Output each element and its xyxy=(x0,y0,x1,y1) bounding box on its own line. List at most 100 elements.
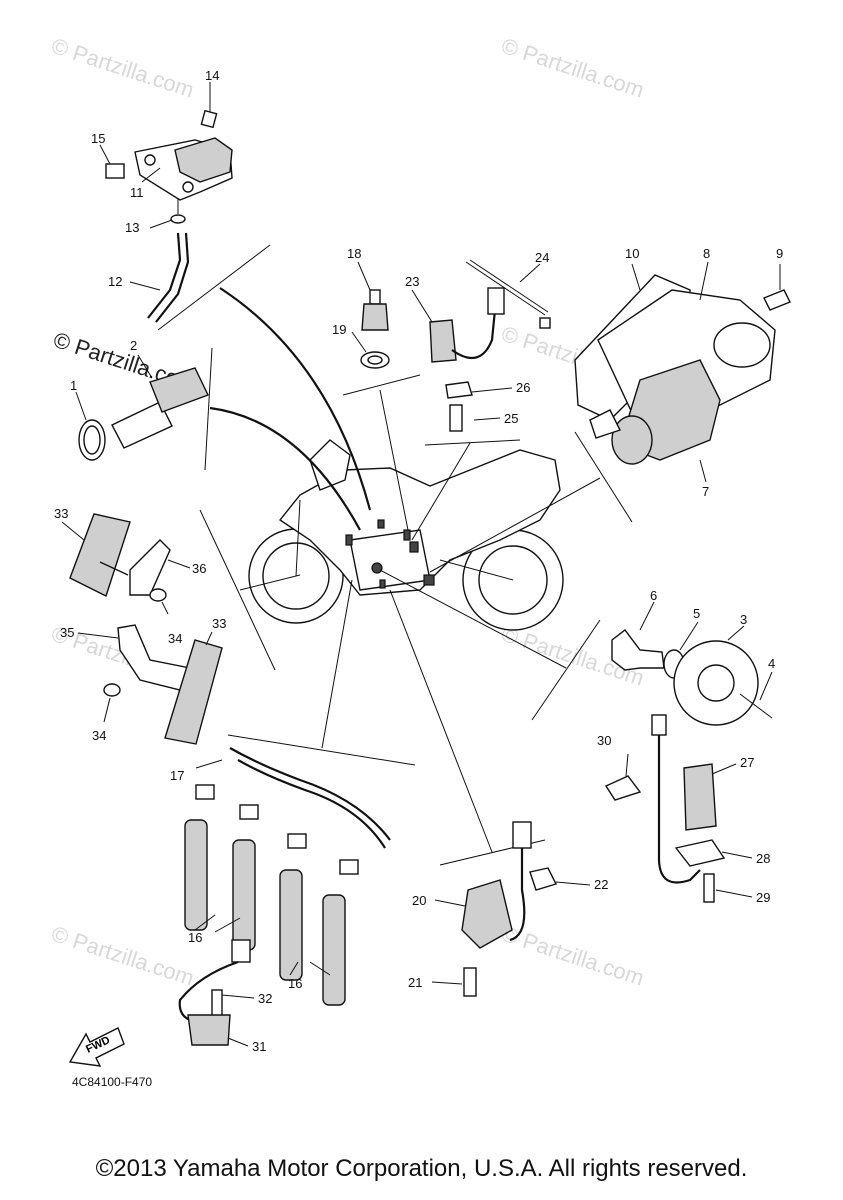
bracket xyxy=(204,347,213,471)
sprocket-3-hub xyxy=(697,664,735,702)
marker xyxy=(345,534,353,546)
bolt-9 xyxy=(763,289,791,311)
callout-15: 15 xyxy=(91,131,105,146)
leader xyxy=(699,459,707,483)
cable-24-edge xyxy=(469,259,549,313)
pointer xyxy=(411,442,471,541)
callout-35: 35 xyxy=(60,625,74,640)
leader xyxy=(715,889,753,898)
leader xyxy=(759,671,773,701)
leader xyxy=(161,601,169,615)
part-group-18-19 xyxy=(351,261,390,369)
leader xyxy=(221,994,255,999)
pointer xyxy=(379,389,409,531)
callout-27: 27 xyxy=(740,755,754,770)
copyright-notice: ©2013 Yamaha Motor Corporation, U.S.A. A… xyxy=(95,1155,748,1182)
clamp-26 xyxy=(445,381,473,399)
bracket-36 xyxy=(129,539,171,596)
leader xyxy=(77,632,119,639)
coil-connector xyxy=(287,833,307,849)
callout-20: 20 xyxy=(412,893,426,908)
leader xyxy=(75,391,87,421)
callout-29: 29 xyxy=(756,890,770,905)
coil-16 xyxy=(279,869,303,981)
callout-6: 6 xyxy=(650,588,657,603)
leader xyxy=(149,219,173,229)
watermark: © Partzilla.com xyxy=(48,33,197,103)
part-group-23-26 xyxy=(411,259,551,432)
leader xyxy=(434,899,466,907)
callout-25: 25 xyxy=(504,411,518,426)
leader xyxy=(289,961,299,976)
bracket xyxy=(342,374,421,396)
part-group-31-32 xyxy=(178,939,255,1047)
swingarm xyxy=(439,559,514,581)
part-group-temp-sensor xyxy=(75,354,209,461)
callout-2: 2 xyxy=(130,338,137,353)
cable-24 xyxy=(465,261,546,316)
sensor-20 xyxy=(461,879,513,949)
bracket xyxy=(199,509,276,671)
fwd-arrow-shape xyxy=(68,1027,125,1067)
leader xyxy=(639,601,655,631)
callout-13: 13 xyxy=(125,220,139,235)
connector-27 xyxy=(651,714,667,736)
leader xyxy=(431,981,463,985)
callout-12: 12 xyxy=(108,274,122,289)
coil-16 xyxy=(322,894,346,1006)
plate-28 xyxy=(674,839,726,867)
marker xyxy=(371,562,383,574)
marker xyxy=(403,529,411,541)
leader xyxy=(99,144,111,165)
bracket xyxy=(227,734,416,766)
callout-34: 34 xyxy=(168,631,182,646)
marker xyxy=(423,574,435,586)
sensor-27 xyxy=(683,763,717,831)
part-group-sensor-bracket xyxy=(99,82,233,323)
callout-11: 11 xyxy=(130,185,144,200)
coil-16 xyxy=(184,819,208,931)
actuator-7-motor xyxy=(611,415,653,465)
leader xyxy=(227,1037,249,1047)
windscreen xyxy=(309,439,351,491)
coil-connector xyxy=(339,859,359,875)
motorcycle-body xyxy=(278,449,561,596)
pointer xyxy=(389,589,493,853)
sensor-body xyxy=(174,137,233,183)
callout-21: 21 xyxy=(408,975,422,990)
hose-12 xyxy=(147,232,182,319)
sensor-23-wire xyxy=(451,309,497,360)
leader xyxy=(519,263,541,283)
cover-8-ring xyxy=(713,322,771,368)
reflector-screw xyxy=(99,561,129,576)
leader xyxy=(195,759,223,769)
pointer xyxy=(321,579,353,749)
callout-31: 31 xyxy=(252,1039,266,1054)
sensor-2-shaft xyxy=(111,401,173,449)
clamp-13 xyxy=(170,214,186,224)
part-group-reflectors xyxy=(61,513,223,745)
bracket-hole xyxy=(182,181,194,193)
part-group-20-22 xyxy=(431,821,591,997)
callout-9: 9 xyxy=(776,246,783,261)
cable-24-tip xyxy=(539,317,551,329)
marker xyxy=(377,519,385,529)
pointer xyxy=(429,477,601,573)
hose-12-edge xyxy=(155,232,190,323)
part-group-ignition-coils xyxy=(184,747,391,1006)
connector-23 xyxy=(487,287,505,315)
callout-7: 7 xyxy=(702,484,709,499)
clamp-22 xyxy=(529,867,557,891)
harness-17-edge xyxy=(237,759,386,849)
callout-1: 1 xyxy=(70,378,77,393)
coil-16 xyxy=(232,839,256,951)
leader xyxy=(137,354,153,379)
callout-30: 30 xyxy=(597,733,611,748)
callout-33: 33 xyxy=(54,506,68,521)
sensor-31-wire xyxy=(178,960,239,1022)
callout-24: 24 xyxy=(535,250,549,265)
reflector-33-right xyxy=(164,639,223,745)
motorcycle-illustration xyxy=(248,439,564,631)
callout-16: 16 xyxy=(188,930,202,945)
